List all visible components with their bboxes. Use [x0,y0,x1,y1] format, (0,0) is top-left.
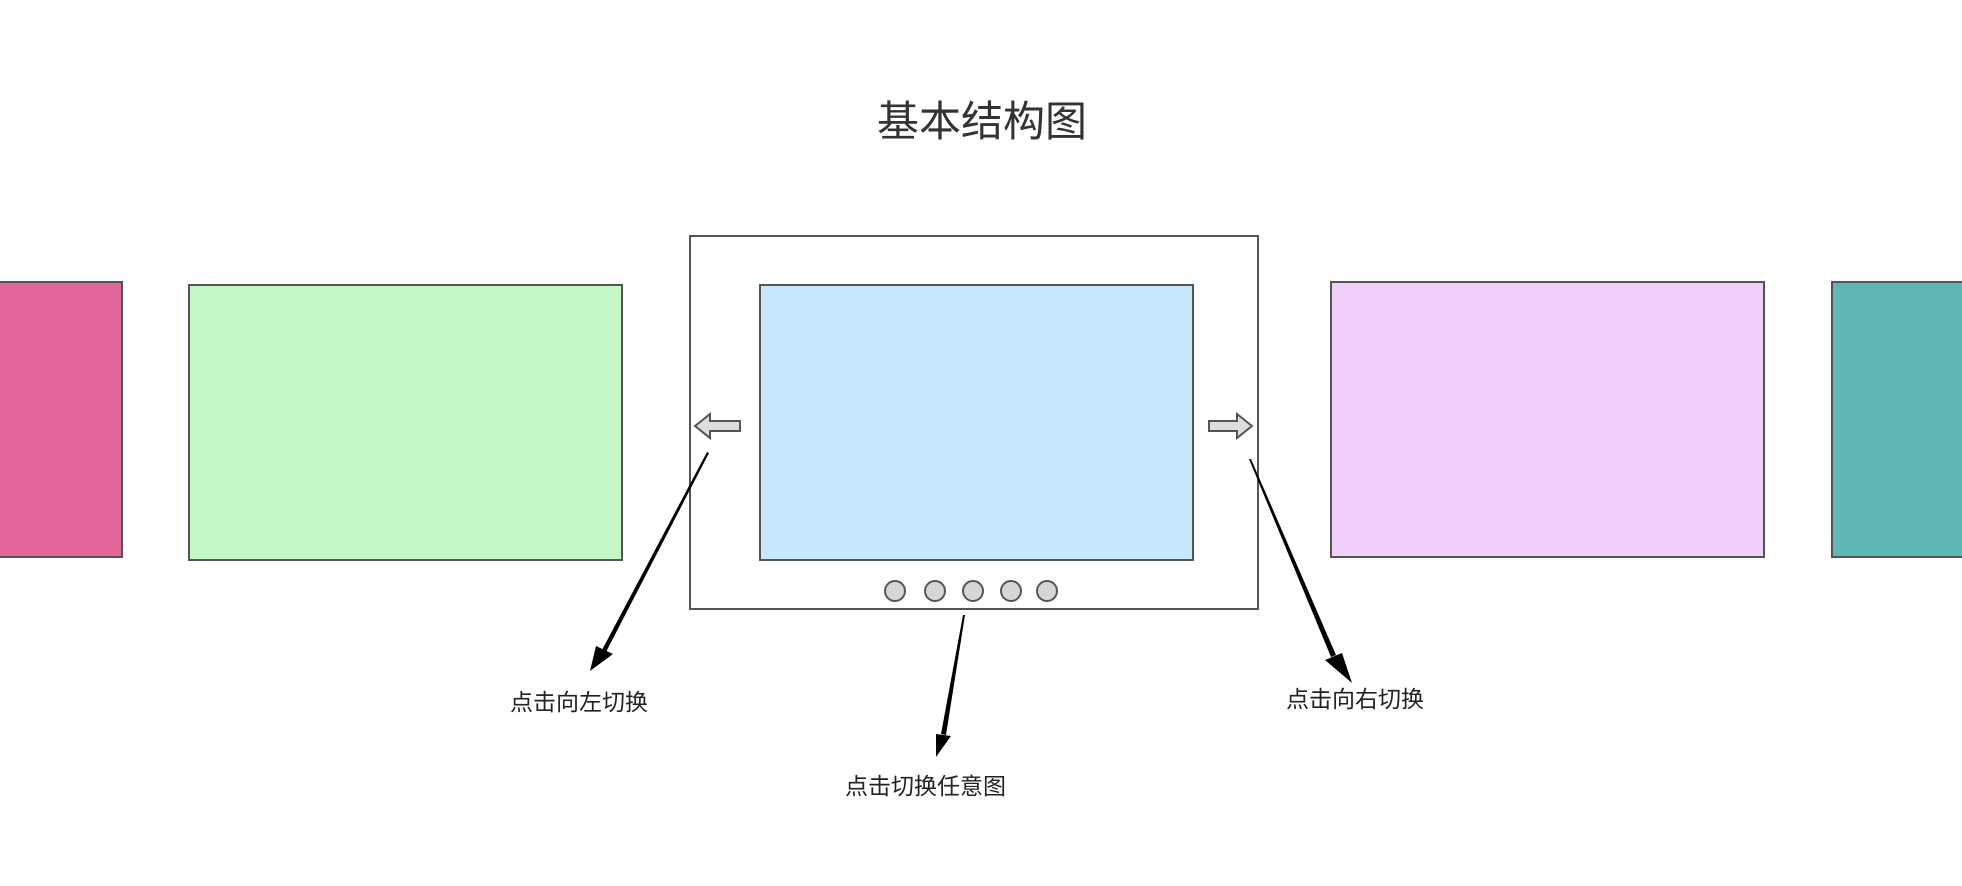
prev-arrow-button[interactable] [693,411,741,441]
pagination-dot[interactable] [1000,580,1022,602]
pointer-arrow-left [590,452,709,671]
pointer-arrow-right [1249,459,1352,683]
diagram-title-text: 基本结构图 [877,97,1088,146]
next-arrow-button[interactable] [1208,411,1254,441]
slide-far-right [1831,281,1962,558]
slide-far-left [0,281,123,558]
slide-center [759,284,1194,561]
slide-left [188,284,623,561]
diagram-title: 基本结构图 [0,92,1962,152]
pagination-dot[interactable] [962,580,984,602]
caption-left: 点击向左切换 [510,690,648,716]
caption-center: 点击切换任意图 [845,774,1006,800]
pagination-dot[interactable] [924,580,946,602]
caption-right: 点击向右切换 [1286,687,1424,713]
carousel-frame [689,235,1259,610]
pointer-arrow-center [936,615,965,757]
pagination-dot[interactable] [884,580,906,602]
slide-right [1330,281,1765,558]
pagination-dot[interactable] [1036,580,1058,602]
